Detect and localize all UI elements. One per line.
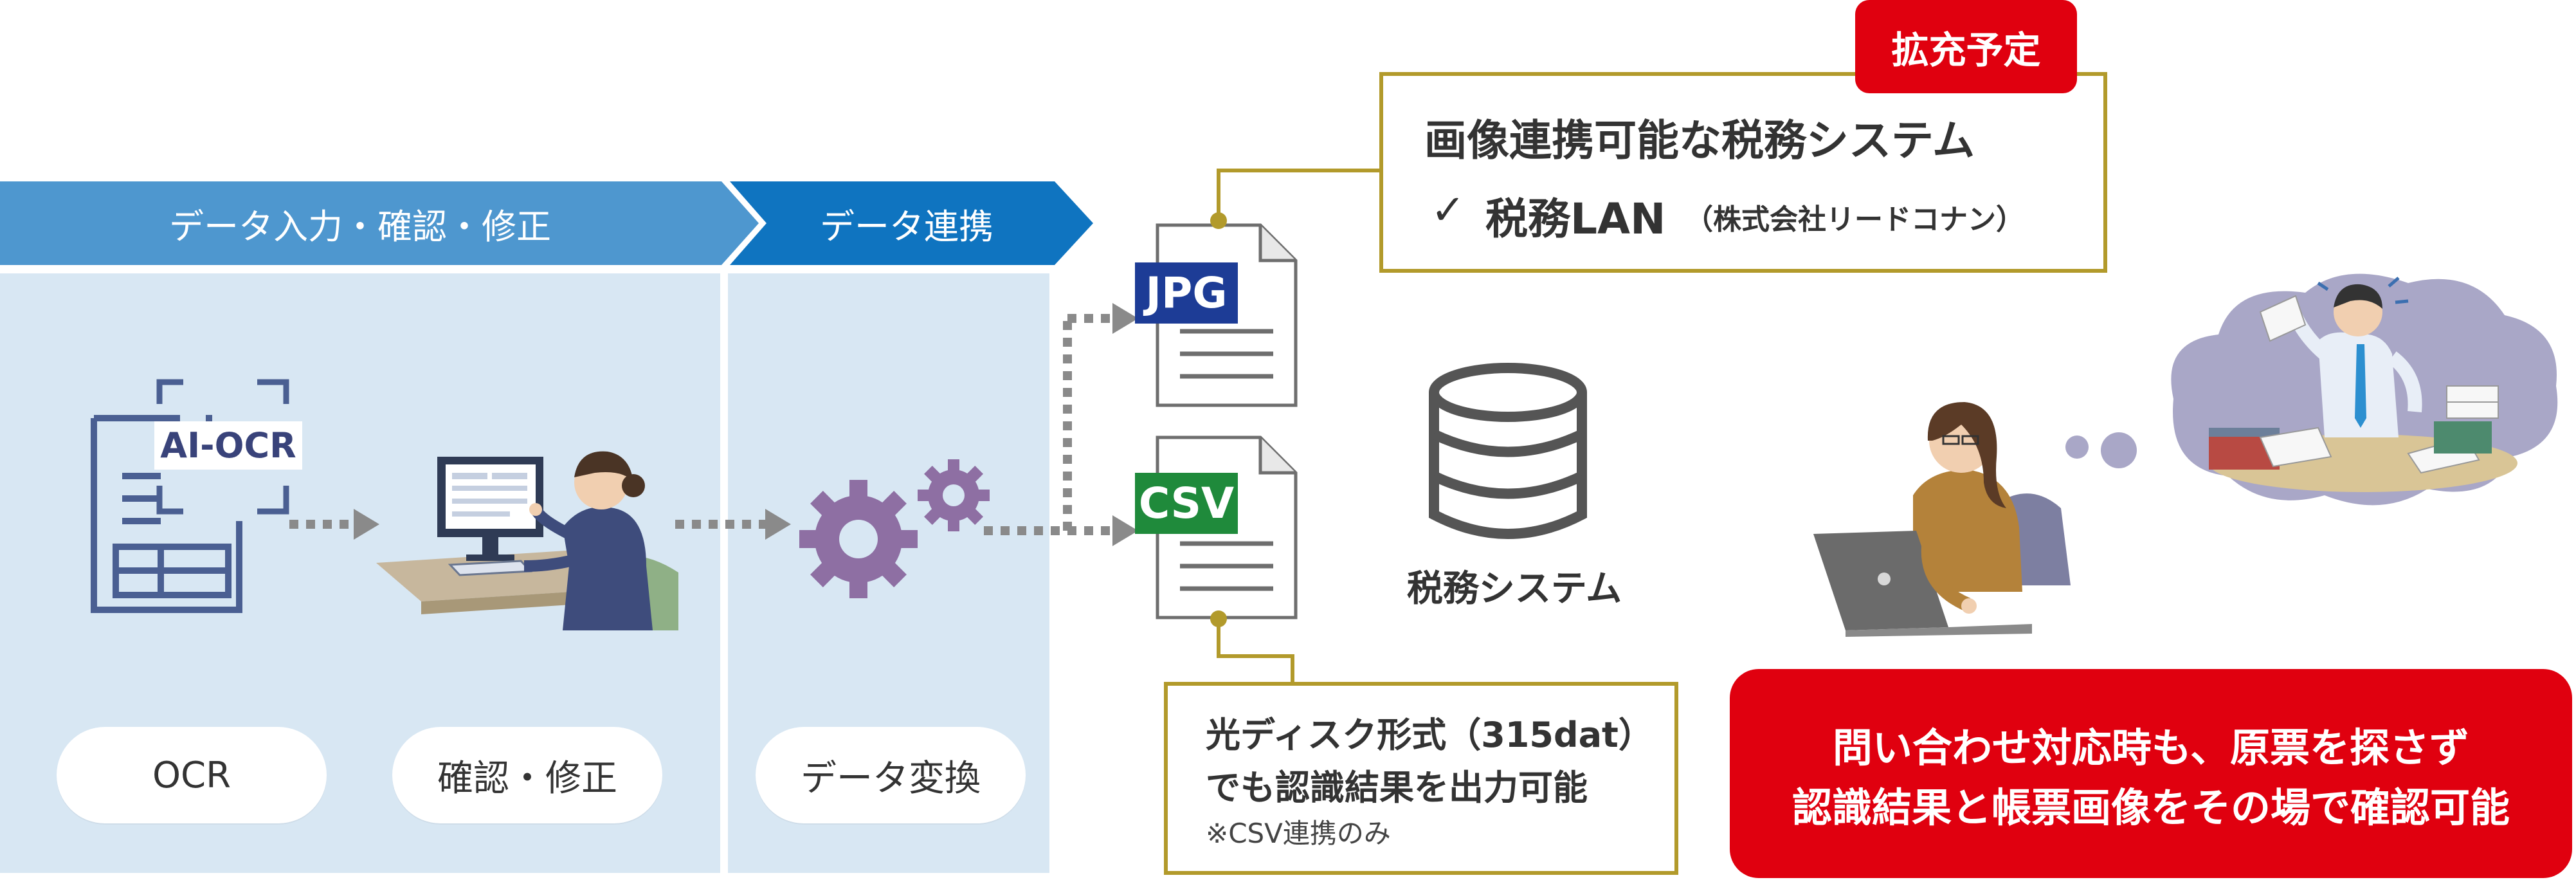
gears-icon [799,459,990,598]
arrow-ocr-to-confirm [289,509,379,540]
header-segment-1-shape [0,181,759,265]
optical-disk-box [1164,682,1678,875]
tax-system-label: 税務システム [1406,568,1622,610]
linkable-system-vendor: （株式会社リードコナン） [1685,203,2024,236]
benefit-box [1730,669,2572,878]
panel-divider [720,273,728,873]
expansion-planned-badge: 拡充予定 [1855,0,2077,93]
header-segment-2: データ連携 [820,206,993,247]
thought-bubble-illustration [2065,273,2558,506]
optical-disk-note: ※CSV連携のみ [1206,818,1391,849]
benefit-line1: 問い合わせ対応時も、原票を探さず [1832,724,2470,771]
linkable-systems-box [1379,72,2107,273]
database-icon [1429,363,1587,539]
optical-disk-line1: 光ディスク形式（315dat） [1206,715,1653,755]
optical-disk-line2: でも認識結果を出力可能 [1206,767,1588,808]
ocr-document-icon [91,379,289,613]
jpg-tag: JPG [1135,262,1238,324]
operator-at-computer-illustration [376,451,678,630]
step-data-convert: データ変換 [756,727,1026,823]
linkable-systems-title: 画像連携可能な税務システム [1424,116,1975,165]
header-segment-1: データ入力・確認・修正 [169,206,551,247]
checkmark: ✓ [1431,187,1465,234]
header-chevrons [0,181,1093,265]
csv-tag: CSV [1135,473,1238,534]
gold-connectors [1210,169,1379,682]
step-confirm-fix: 確認・修正 [392,727,662,823]
arrow-confirm-to-convert [675,509,791,540]
staff-at-laptop-illustration [1813,402,2071,637]
arrow-convert-to-files [984,303,1138,546]
header-segment-2-shape [730,181,1093,265]
benefit-line2: 認識結果と帳票画像をその場で確認可能 [1791,784,2510,831]
step-ocr: OCR [57,727,327,823]
ocr-doc-label: AI-OCR [154,421,302,470]
linkable-system-item: 税務LAN [1485,194,1666,244]
